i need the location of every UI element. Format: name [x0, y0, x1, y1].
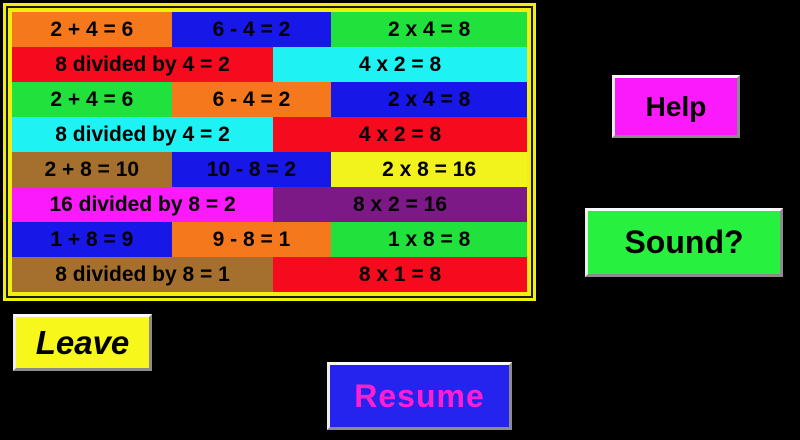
math-fact-cell[interactable]: 6 - 4 = 2 [171, 82, 332, 117]
math-facts-board-inner: 2 + 4 = 6 6 - 4 = 2 2 x 4 = 8 8 divided … [6, 6, 533, 298]
board-row: 1 + 8 = 9 9 - 8 = 1 1 x 8 = 8 [12, 222, 527, 257]
board-row: 8 divided by 8 = 1 8 x 1 = 8 [12, 257, 527, 292]
math-fact-cell[interactable]: 2 x 8 = 16 [331, 152, 527, 187]
sound-toggle-button[interactable]: Sound? [585, 208, 783, 277]
leave-button[interactable]: Leave [13, 314, 152, 371]
math-fact-cell[interactable]: 6 - 4 = 2 [171, 12, 332, 47]
board-row: 8 divided by 4 = 2 4 x 2 = 8 [12, 117, 527, 152]
math-fact-cell[interactable]: 10 - 8 = 2 [171, 152, 332, 187]
board-row: 2 + 8 = 10 10 - 8 = 2 2 x 8 = 16 [12, 152, 527, 187]
board-row: 8 divided by 4 = 2 4 x 2 = 8 [12, 47, 527, 82]
math-fact-cell[interactable]: 2 x 4 = 8 [331, 82, 527, 117]
math-fact-cell[interactable]: 9 - 8 = 1 [171, 222, 332, 257]
math-fact-cell[interactable]: 1 + 8 = 9 [12, 222, 172, 257]
math-fact-cell[interactable]: 1 x 8 = 8 [331, 222, 527, 257]
math-fact-cell[interactable]: 2 + 8 = 10 [12, 152, 172, 187]
math-fact-cell[interactable]: 16 divided by 8 = 2 [12, 187, 274, 222]
math-fact-cell[interactable]: 8 divided by 4 = 2 [12, 117, 274, 152]
sound-button-label: Sound? [624, 224, 744, 260]
math-fact-cell[interactable]: 8 x 1 = 8 [273, 257, 527, 292]
board-row: 16 divided by 8 = 2 8 x 2 = 16 [12, 187, 527, 222]
help-button[interactable]: Help [612, 75, 740, 138]
math-fact-cell[interactable]: 2 + 4 = 6 [12, 82, 172, 117]
resume-button[interactable]: Resume [327, 362, 512, 430]
math-fact-cell[interactable]: 2 + 4 = 6 [12, 12, 172, 47]
math-fact-cell[interactable]: 4 x 2 = 8 [273, 47, 527, 82]
math-fact-cell[interactable]: 4 x 2 = 8 [273, 117, 527, 152]
math-fact-cell[interactable]: 2 x 4 = 8 [331, 12, 527, 47]
math-facts-board: 2 + 4 = 6 6 - 4 = 2 2 x 4 = 8 8 divided … [3, 3, 536, 301]
math-fact-cell[interactable]: 8 divided by 8 = 1 [12, 257, 274, 292]
board-row: 2 + 4 = 6 6 - 4 = 2 2 x 4 = 8 [12, 82, 527, 117]
board-row: 2 + 4 = 6 6 - 4 = 2 2 x 4 = 8 [12, 12, 527, 47]
help-button-label: Help [645, 90, 707, 122]
leave-button-label: Leave [35, 323, 130, 361]
resume-button-label: Resume [354, 377, 485, 414]
math-fact-cell[interactable]: 8 divided by 4 = 2 [12, 47, 274, 82]
math-fact-cell[interactable]: 8 x 2 = 16 [273, 187, 527, 222]
